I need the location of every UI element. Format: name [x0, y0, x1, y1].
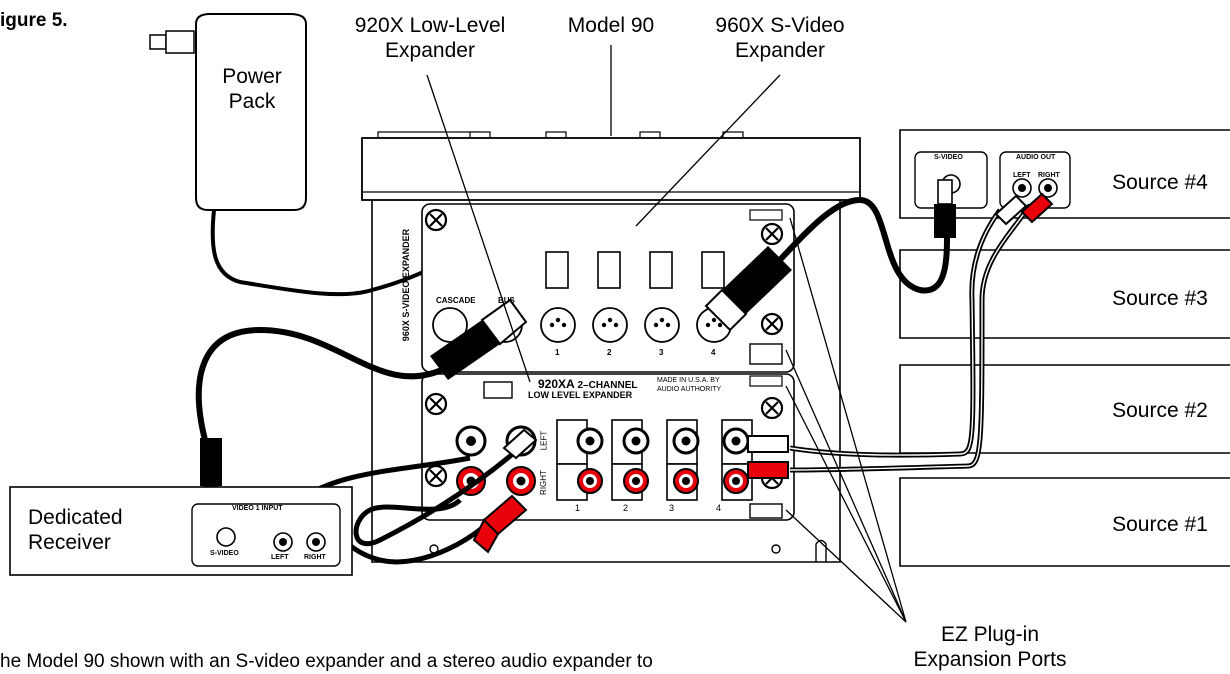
low-level-expander-callout-line2: Expander [385, 39, 475, 62]
svideo-cable-to-source4 [704, 179, 956, 332]
audio-port-4-label: 4 [716, 503, 722, 513]
figure-label: igure 5. [0, 10, 68, 31]
receiver-right-label: RIGHT [304, 554, 326, 561]
source4-audio-out-label: AUDIO OUT [1016, 154, 1056, 161]
receiver-svideo-label: S-VIDEO [210, 550, 239, 557]
low-level-expander-callout-line1: 920X Low-Level [354, 14, 506, 37]
audio-card-made-in: MADE IN U.S.A. BY [657, 377, 720, 384]
model-90-callout: Model 90 [567, 14, 655, 37]
power-pack-shape [149, 13, 307, 211]
power-pack-line2: Pack [228, 90, 276, 113]
source-1-label: Source #1 [1112, 513, 1208, 536]
ez-plugin-callout-line1: EZ Plug-in [940, 623, 1040, 646]
caption: he Model 90 shown with an S-video expand… [0, 651, 653, 672]
svideo-port-3-label: 3 [659, 348, 664, 357]
svideo-expander-callout-line2: Expander [735, 39, 825, 62]
svideo-cascade-label: CASCADE [436, 296, 476, 305]
audio-port-2-label: 2 [623, 503, 629, 513]
audio-card-maker: AUDIO AUTHORITY [657, 386, 722, 393]
ez-plugin-callout: EZ Plug-in Expansion Ports [900, 622, 1080, 672]
source-2-box [899, 364, 1230, 454]
svideo-expander-callout: 960X S-Video Expander [690, 13, 870, 63]
audio-card-subtitle: LOW LEVEL EXPANDER [528, 390, 633, 400]
audio-port-1-label: 1 [575, 503, 581, 513]
receiver-label-line2: Receiver [28, 531, 111, 554]
svideo-bus-label: BUS [498, 296, 515, 305]
svideo-port-2-label: 2 [607, 348, 612, 357]
source-4-label: Source #4 [1112, 171, 1208, 194]
audio-card-model: 920XA [538, 377, 575, 391]
power-pack-label: Power Pack [210, 64, 294, 114]
svideo-card-vertical-label: 960X S-VIDEO EXPANDER [401, 228, 412, 342]
audio-cable-to-source4 [747, 192, 1054, 479]
source4-svideo-label: S-VIDEO [934, 154, 963, 161]
receiver-label: Dedicated Receiver [28, 505, 178, 555]
svideo-port-4-label: 4 [711, 348, 716, 357]
audio-card-title-rest: 2–CHANNEL [577, 380, 638, 391]
low-level-expander-callout: 920X Low-Level Expander [340, 13, 520, 63]
power-pack-line1: Power [222, 65, 282, 88]
callout-leaders [426, 45, 907, 623]
receiver-left-label: LEFT [271, 554, 289, 561]
source-2-label: Source #2 [1112, 399, 1208, 422]
source-1-box [899, 477, 1230, 567]
source-3-box [899, 249, 1230, 339]
source4-right-label: RIGHT [1038, 172, 1060, 179]
svideo-expander-callout-line1: 960X S-Video [715, 14, 845, 37]
source-3-label: Source #3 [1112, 287, 1208, 310]
source4-left-label: LEFT [1013, 172, 1031, 179]
model-90-chassis [361, 131, 861, 563]
dedicated-receiver-box [9, 486, 353, 576]
audio-card-title: 920XA 2–CHANNEL [538, 377, 638, 391]
ez-plugin-callout-line2: Expansion Ports [913, 648, 1067, 671]
receiver-label-line1: Dedicated [28, 506, 123, 529]
audio-right-label: RIGHT [538, 470, 548, 495]
receiver-panel-title: VIDEO 1 INPUT [232, 505, 283, 512]
audio-left-label: LEFT [539, 430, 549, 451]
audio-port-3-label: 3 [669, 503, 675, 513]
svideo-port-1-label: 1 [555, 348, 560, 357]
power-cord [210, 209, 462, 297]
